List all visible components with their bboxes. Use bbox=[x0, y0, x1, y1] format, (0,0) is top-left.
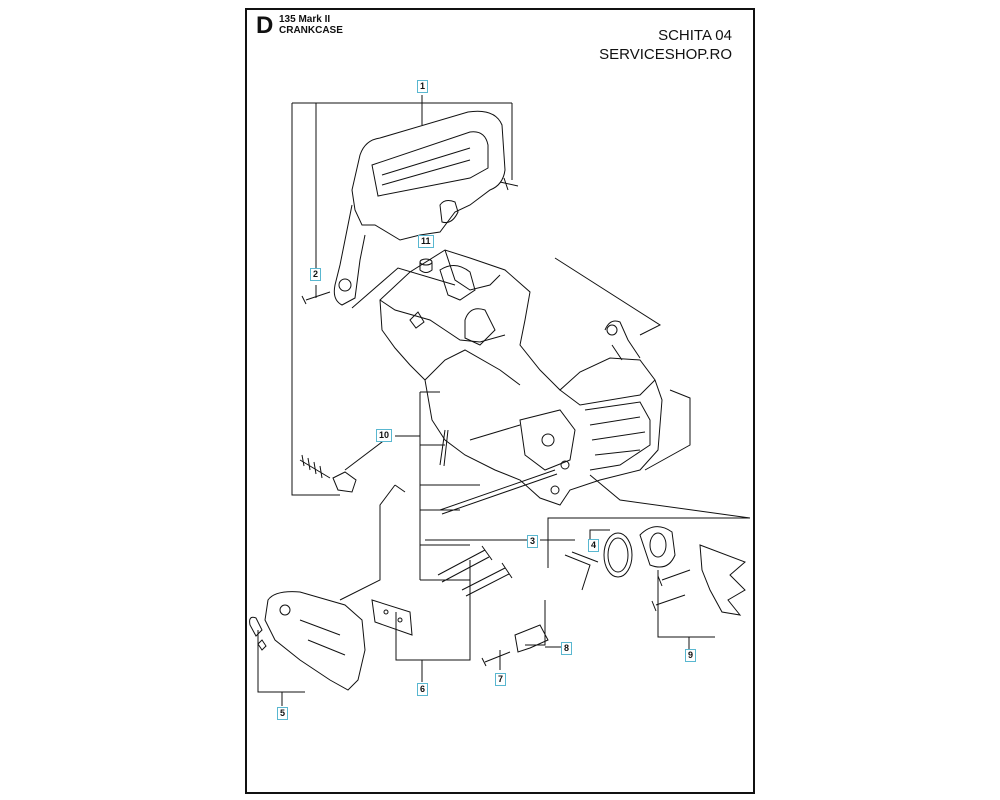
part-11-plug bbox=[419, 258, 433, 273]
part-4-ring-and-clutch bbox=[564, 526, 676, 591]
corner-label: SCHITA 04 SERVICESHOP.RO bbox=[599, 26, 732, 64]
callout-11: 11 bbox=[418, 235, 434, 248]
callout-7: 7 bbox=[495, 673, 507, 686]
callout-10: 10 bbox=[376, 429, 393, 442]
part-5-guide-plate bbox=[249, 591, 366, 691]
callout-6: 6 bbox=[417, 683, 429, 696]
model-name: 135 Mark II bbox=[279, 14, 331, 25]
part-9-bolts-and-bracket bbox=[651, 544, 746, 616]
crankcase-body bbox=[379, 249, 663, 506]
callout-2: 2 bbox=[310, 268, 322, 281]
callout-3: 3 bbox=[527, 535, 539, 548]
section-letter: D bbox=[256, 12, 274, 39]
leader-lines bbox=[257, 95, 751, 706]
shop-name: SERVICESHOP.RO bbox=[599, 46, 732, 63]
part-6-bolts bbox=[371, 545, 513, 636]
callout-4: 4 bbox=[588, 539, 600, 552]
model-heading: 135 Mark II CRANKCASE bbox=[279, 14, 343, 36]
part-8-clip bbox=[514, 624, 549, 653]
part-1-front-handle bbox=[301, 110, 519, 306]
callout-8: 8 bbox=[561, 642, 573, 655]
part-spring-and-stop bbox=[299, 454, 357, 493]
part-group-title: CRANKCASE bbox=[279, 25, 343, 36]
callout-9: 9 bbox=[685, 649, 697, 662]
callout-5: 5 bbox=[277, 707, 289, 720]
part-7-screw bbox=[481, 651, 511, 667]
part-10-rods bbox=[439, 424, 558, 515]
sheet-number: SCHITA 04 bbox=[658, 27, 732, 44]
callout-1: 1 bbox=[417, 80, 429, 93]
